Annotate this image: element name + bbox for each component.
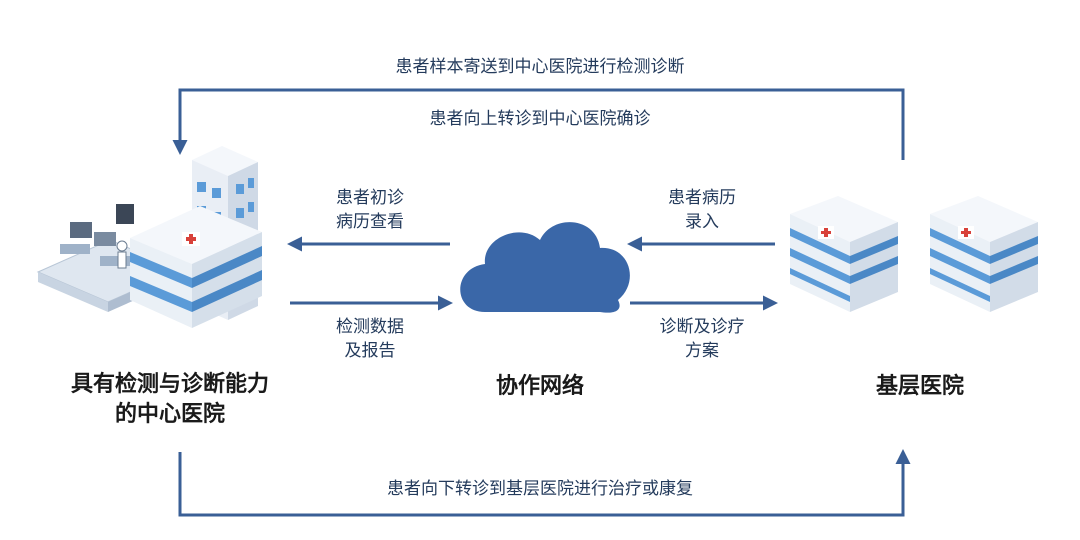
- cloud-to-primary-label: 诊断及诊疗 方案: [642, 315, 762, 363]
- top-outer-flow-label: 患者样本寄送到中心医院进行检测诊断: [395, 57, 685, 77]
- cloud-to-center-line2: 病历查看: [336, 212, 404, 232]
- cloud-icon: [460, 222, 630, 313]
- red-cross-icon: [182, 232, 200, 246]
- primary-to-cloud-line1: 患者病历: [668, 188, 736, 208]
- center-hospital-building-icon: [130, 146, 262, 328]
- center-hospital-label-line2: 的中心医院: [114, 402, 225, 427]
- primary-hospital-label: 基层医院: [875, 374, 964, 399]
- primary-to-cloud-line2: 录入: [685, 212, 719, 232]
- center-to-cloud-line2: 及报告: [344, 341, 396, 361]
- cloud-to-center-line1: 患者初诊: [336, 188, 404, 208]
- bottom-referral-arrow: [178, 449, 911, 517]
- primary-to-cloud-label: 患者病历 录入: [642, 186, 762, 234]
- center-to-cloud-label: 检测数据 及报告: [310, 315, 430, 363]
- primary-hospital-building-icon: [790, 196, 898, 312]
- top-return-arrow: [172, 88, 905, 160]
- cloud-to-primary-line2: 方案: [685, 341, 719, 361]
- primary-hospital-building-icon: [930, 196, 1038, 312]
- center-hospital-label: 具有检测与诊断能力 的中心医院: [40, 370, 300, 430]
- center-hospital-label-line1: 具有检测与诊断能力: [70, 372, 269, 397]
- red-cross-icon: [818, 226, 834, 239]
- top-inner-flow-label: 患者向上转诊到中心医院确诊: [429, 109, 651, 129]
- cloud-to-primary-line1: 诊断及诊疗: [659, 317, 745, 337]
- network-label: 协作网络: [495, 374, 584, 399]
- center-to-cloud-line1: 检测数据: [336, 317, 404, 337]
- cloud-to-center-label: 患者初诊 病历查看: [310, 186, 430, 234]
- red-cross-icon: [958, 226, 974, 239]
- bottom-flow-label: 患者向下转诊到基层医院进行治疗或康复: [387, 479, 693, 499]
